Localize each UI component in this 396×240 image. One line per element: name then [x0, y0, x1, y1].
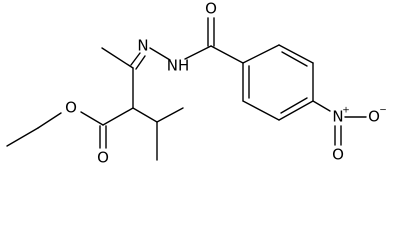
nitro-oxygen-charge: − — [379, 106, 387, 116]
atom-ester-carbonyl-oxygen: O — [97, 149, 109, 167]
nitro-nitrogen-charge: + — [342, 106, 350, 116]
ring-bond-2 — [278, 44, 314, 64]
atom-imine-nitrogen: N — [137, 37, 148, 55]
bond-isopropyl-ch3-right — [156, 107, 184, 123]
ring-bond-5 — [242, 100, 280, 121]
ring-bond-1 — [242, 44, 280, 64]
atom-nitro-oxygen-bottom: O — [332, 146, 344, 164]
bond-ester-o-c — [80, 111, 104, 126]
ring-bond-4 — [278, 100, 314, 121]
molecule-structure-diagram: O N NH N + O − O O O — [6, 0, 387, 167]
bond-alpha-isopropyl — [132, 107, 158, 123]
atom-nitro-oxygen-right: O — [368, 108, 380, 126]
atom-ester-oxygen: O — [65, 99, 77, 117]
bond-nh-amide-c — [184, 45, 212, 60]
bond-ethyl-ch2-o — [37, 112, 62, 129]
bond-imine-c-methyl — [101, 47, 134, 69]
atom-nitro-nitrogen: N — [332, 108, 343, 126]
bond-n-nh — [149, 47, 171, 61]
atom-hydrazide-nh: NH — [167, 57, 190, 75]
bond-ring-nitro-n — [312, 100, 331, 112]
bond-ester-c-alpha — [102, 107, 134, 126]
ring-double-inner-1 — [281, 51, 308, 67]
bond-imine-c-n-double-2 — [135, 55, 146, 70]
bond-imine-c-n-double-1 — [130, 52, 141, 66]
atom-carbonyl-oxygen: O — [205, 0, 217, 18]
bond-ethyl-ch3-ch2 — [6, 127, 39, 147]
ring-double-inner-2 — [280, 97, 308, 114]
bond-amide-c-ring — [210, 45, 244, 64]
